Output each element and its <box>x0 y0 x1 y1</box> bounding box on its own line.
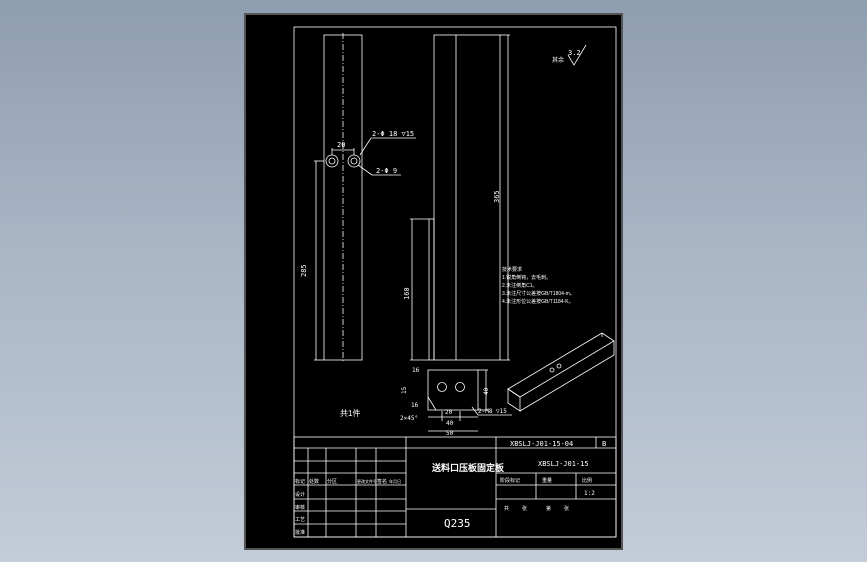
sheet-label-total: 共 <box>504 505 509 512</box>
through-hole-1 <box>328 157 336 165</box>
surface-finish-symbol <box>567 44 587 66</box>
row-label-design: 设计 <box>295 491 305 498</box>
row-label-approve: 批准 <box>295 529 305 536</box>
section-view <box>427 369 479 411</box>
dim-section-small: 15 <box>401 386 408 394</box>
dim-section-height: 40 <box>483 387 490 395</box>
sheet-label-number: 第 <box>546 505 551 512</box>
header-stage: 阶段标记 <box>500 477 520 484</box>
sheet-label-sheets: 张 <box>522 505 527 512</box>
tech-note-2: 2.未注倒角C1。 <box>502 282 538 289</box>
row-label-process: 工艺 <box>295 517 305 523</box>
cad-drawing: 20 2-Φ 18 ▽15 2-Φ 9 285 365 160 16 15 40… <box>293 26 617 538</box>
header-scale: 比例 <box>582 477 592 484</box>
dim-counterbore: 2-Φ 18 ▽15 <box>372 130 414 138</box>
dim-chamfer: 2×45° <box>400 415 418 422</box>
bar-side-view <box>433 34 501 361</box>
dim-hole-spacing: 20 <box>337 141 345 149</box>
header-count: 处数 <box>309 478 319 485</box>
dim-section-inner: 16 <box>411 402 419 409</box>
dim-width-mid: 40 <box>446 420 454 427</box>
surface-finish-value: 3.2 <box>568 49 581 57</box>
header-date: 年月日 <box>389 478 401 484</box>
counterbore-hole-1 <box>325 154 339 168</box>
tech-note-1: 1.锐角倒钝，去毛刺。 <box>502 274 551 281</box>
drawing-sheet: 20 2-Φ 18 ▽15 2-Φ 9 285 365 160 16 15 40… <box>244 13 623 550</box>
thread-hole-1 <box>437 382 447 392</box>
surface-finish-note: 其余 <box>552 56 564 64</box>
header-zone: 分区 <box>327 478 337 485</box>
slot-view <box>428 218 435 361</box>
assembly-code: XBSLJ-J01-15 <box>538 460 589 468</box>
through-hole-2 <box>350 157 358 165</box>
dim-slot-length: 160 <box>403 287 411 300</box>
dim-hole-to-end: 285 <box>300 264 308 277</box>
quantity-label: 共1件 <box>340 408 360 418</box>
header-signature: 签名 <box>377 478 387 485</box>
title-block <box>293 436 617 538</box>
tech-notes-heading: 技术要求 <box>502 266 522 273</box>
dim-section-offset: 16 <box>412 367 420 374</box>
dim-width-inner: 20 <box>445 409 453 416</box>
row-label-mark: 标记 <box>295 478 305 485</box>
header-change-doc: 更改文件号 <box>357 478 377 484</box>
scale-hint: 1:2 <box>584 490 595 497</box>
row-label-review: 审核 <box>295 504 305 511</box>
iso-bar-end <box>507 388 521 412</box>
sheet-mark: B <box>602 440 606 448</box>
thread-hole-2 <box>455 382 465 392</box>
dim-through-hole: 2-Φ 9 <box>376 167 397 175</box>
dim-thread: 2-M8 ▽15 <box>478 408 507 415</box>
tech-note-3: 3.未注尺寸公差按GB/T1804-m。 <box>502 290 575 297</box>
part-name: 送料口压板固定板 <box>431 462 505 473</box>
drawing-code: XBSLJ-J01-15-04 <box>510 440 573 448</box>
dim-overall-length: 365 <box>493 190 501 203</box>
tech-note-4: 4.未注形位公差按GB/T1184-K。 <box>502 298 574 305</box>
dim-width-outer: 50 <box>446 430 454 437</box>
sheet-label-sheet: 张 <box>564 505 569 512</box>
header-weight: 重量 <box>542 477 552 484</box>
material: Q235 <box>444 517 471 530</box>
